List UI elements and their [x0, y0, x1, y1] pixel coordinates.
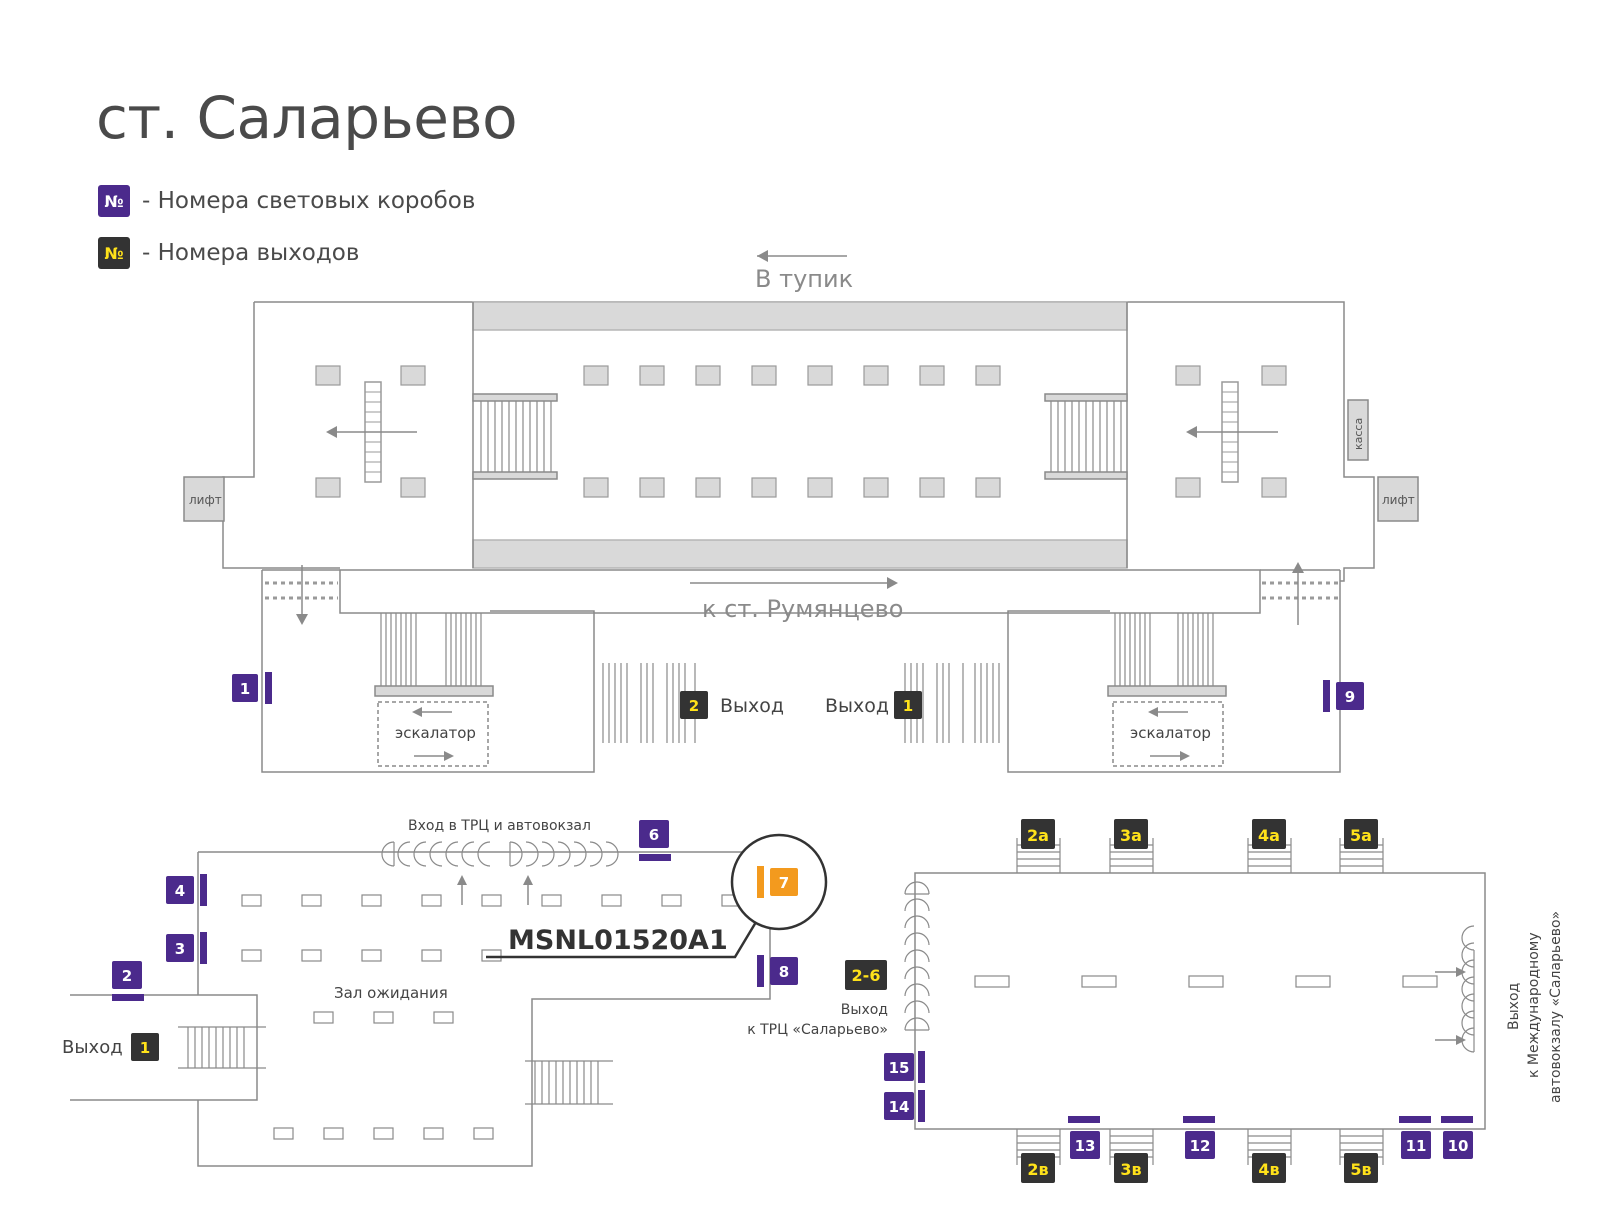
- exit-badge-5a: 5а: [1350, 826, 1372, 845]
- lift-label-right: лифт: [1382, 493, 1415, 507]
- transit-seats: [974, 975, 1438, 988]
- exit-badge-4a: 4а: [1258, 826, 1280, 845]
- exit-label-right: Выход: [825, 695, 889, 717]
- lightbox-7-highlighted: 7: [779, 874, 789, 892]
- transit-hall: [904, 838, 1486, 1165]
- escalator-label-left: эскалатор: [395, 724, 476, 742]
- exit-label-hall: Выход: [62, 1037, 123, 1058]
- entrance-trc-label: Вход в ТРЦ и автовокзал: [408, 818, 591, 834]
- kassa-label: касса: [1352, 418, 1365, 450]
- exit-badge-1-hall: 1: [140, 1039, 150, 1057]
- exit-trc-line2: к ТРЦ «Саларьево»: [747, 1022, 888, 1038]
- exit-bus-line1: Выход: [1506, 983, 1522, 1030]
- lightbox-8: 8: [779, 963, 789, 981]
- lightbox-1: 1: [240, 680, 250, 698]
- lightbox-12: 12: [1190, 1137, 1211, 1155]
- callout-line: [486, 921, 758, 959]
- legend-exit: № - Номера выходов: [98, 237, 359, 269]
- lightbox-11: 11: [1406, 1137, 1427, 1155]
- exit-badge-4v: 4в: [1258, 1160, 1279, 1179]
- exit-label-left: Выход: [720, 695, 784, 717]
- lightbox-3: 3: [175, 940, 185, 958]
- legend-lightbox: № - Номера световых коробов: [98, 185, 475, 217]
- exit-badge-2-upper: 2: [689, 697, 699, 715]
- exit-badge-1-upper: 1: [903, 697, 913, 715]
- lightbox-13: 13: [1075, 1137, 1096, 1155]
- escalator-label-right: эскалатор: [1130, 724, 1211, 742]
- pillars: [315, 365, 1287, 498]
- exit-bus-line2: к Международному: [1526, 932, 1542, 1078]
- lightbox-10: 10: [1448, 1137, 1469, 1155]
- exit-trc-line1: Выход: [841, 1002, 888, 1018]
- legend-exit-label: - Номера выходов: [142, 240, 360, 266]
- exit-badge-3v: 3в: [1120, 1160, 1141, 1179]
- platform-stairs-left: [472, 393, 558, 480]
- lightbox-2: 2: [122, 967, 132, 985]
- lightbox-15: 15: [889, 1059, 910, 1077]
- lightbox-6: 6: [649, 826, 659, 844]
- dead-end-label: В тупик: [755, 265, 853, 293]
- exit-badge-2v: 2в: [1027, 1160, 1048, 1179]
- lift-label-left: лифт: [189, 493, 222, 507]
- exit-bus-line3: автовокзалу «Саларьево»: [1548, 911, 1564, 1103]
- platform-stairs-right: [1044, 393, 1128, 480]
- legend-lightbox-swatch: №: [98, 185, 130, 217]
- arrow-left-icon: [757, 250, 768, 262]
- legend-lightbox-label: - Номера световых коробов: [142, 188, 476, 214]
- exit-badge-2a: 2а: [1027, 826, 1049, 845]
- lightbox-4: 4: [175, 882, 185, 900]
- lightbox-14: 14: [889, 1098, 910, 1116]
- exit-badge-2-6: 2-6: [852, 966, 881, 985]
- page-title: ст. Саларьево: [96, 84, 518, 152]
- waiting-hall-label: Зал ожидания: [334, 984, 448, 1002]
- exit-badge-5v: 5в: [1350, 1160, 1371, 1179]
- legend-exit-swatch: №: [98, 237, 130, 269]
- lightbox-9: 9: [1345, 688, 1355, 706]
- to-rumyantsevo-label: к ст. Румянцево: [702, 595, 903, 623]
- exit-badge-3a: 3а: [1120, 826, 1142, 845]
- upper-level: [183, 250, 1419, 773]
- callout-code: MSNL01520A1: [508, 925, 728, 956]
